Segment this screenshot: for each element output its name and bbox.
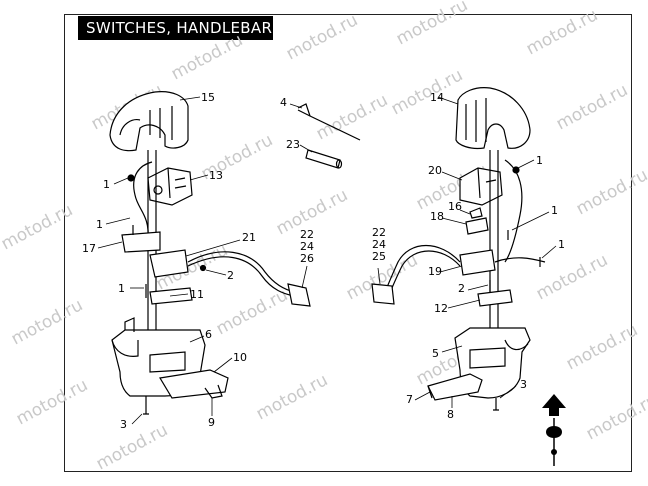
callout-17: 17	[82, 242, 96, 255]
leader-lines	[97, 96, 557, 425]
watermark: motod.ru	[168, 30, 246, 84]
watermark: motod.ru	[213, 285, 291, 339]
center-loose-parts	[297, 103, 361, 169]
watermark: motod.ru	[13, 375, 91, 429]
callout-22: 22	[372, 226, 386, 239]
callout-1: 1	[551, 204, 558, 217]
watermark: motod.ru	[253, 370, 331, 424]
watermark: motod.ru	[388, 65, 466, 119]
callout-19: 19	[428, 265, 442, 278]
diagram-title: SWITCHES, HANDLEBAR	[86, 19, 273, 37]
watermark: motod.ru	[393, 0, 471, 49]
callout-3: 3	[520, 378, 527, 391]
callout-1: 1	[118, 282, 125, 295]
watermark: motod.ru	[283, 10, 361, 64]
callout-2: 2	[458, 282, 465, 295]
callout-15: 15	[201, 91, 215, 104]
callout-23: 23	[286, 138, 300, 151]
callout-8: 8	[447, 408, 454, 421]
watermark: motod.ru	[563, 320, 641, 374]
callout-4: 4	[280, 96, 287, 109]
callout-14: 14	[430, 91, 444, 104]
up-arrow-icon	[542, 394, 566, 466]
callout-5: 5	[432, 347, 439, 360]
callout-1: 1	[103, 178, 110, 191]
callout-12: 12	[434, 302, 448, 315]
callout-18: 18	[430, 210, 444, 223]
callout-24: 24	[300, 240, 314, 253]
watermark: motod.ru	[0, 200, 76, 254]
callout-25: 25	[372, 250, 386, 263]
watermark: motod.ru	[523, 5, 601, 59]
callout-7: 7	[406, 393, 413, 406]
callout-1: 1	[96, 218, 103, 231]
callout-6: 6	[205, 328, 212, 341]
watermark: motod.ru	[93, 420, 171, 474]
callout-22: 22	[300, 228, 314, 241]
callout-3: 3	[120, 418, 127, 431]
callout-20: 20	[428, 164, 442, 177]
watermark: motod.ru	[573, 165, 648, 219]
callout-10: 10	[233, 351, 247, 364]
callout-16: 16	[448, 200, 462, 213]
callout-13: 13	[209, 169, 223, 182]
watermark: motod.ru	[533, 250, 611, 304]
callout-1: 1	[558, 238, 565, 251]
callout-labels: 15 13 1 1 17 21 2 1 11 6 10 9 3 4 23 22 …	[82, 91, 565, 431]
title-bar: SWITCHES, HANDLEBAR	[78, 16, 273, 40]
watermark: motod.ru	[8, 295, 86, 349]
callout-2: 2	[227, 269, 234, 282]
callout-21: 21	[242, 231, 256, 244]
left-switch-assembly	[109, 91, 311, 415]
callout-9: 9	[208, 416, 215, 429]
diagram-frame	[64, 14, 632, 472]
callout-26: 26	[300, 252, 314, 265]
callout-11: 11	[190, 288, 204, 301]
callout-1: 1	[536, 154, 543, 167]
right-switch-assembly	[371, 87, 546, 411]
callout-24: 24	[372, 238, 386, 251]
watermark: motod.ru	[553, 80, 631, 134]
watermark: motod.ru	[583, 390, 648, 444]
